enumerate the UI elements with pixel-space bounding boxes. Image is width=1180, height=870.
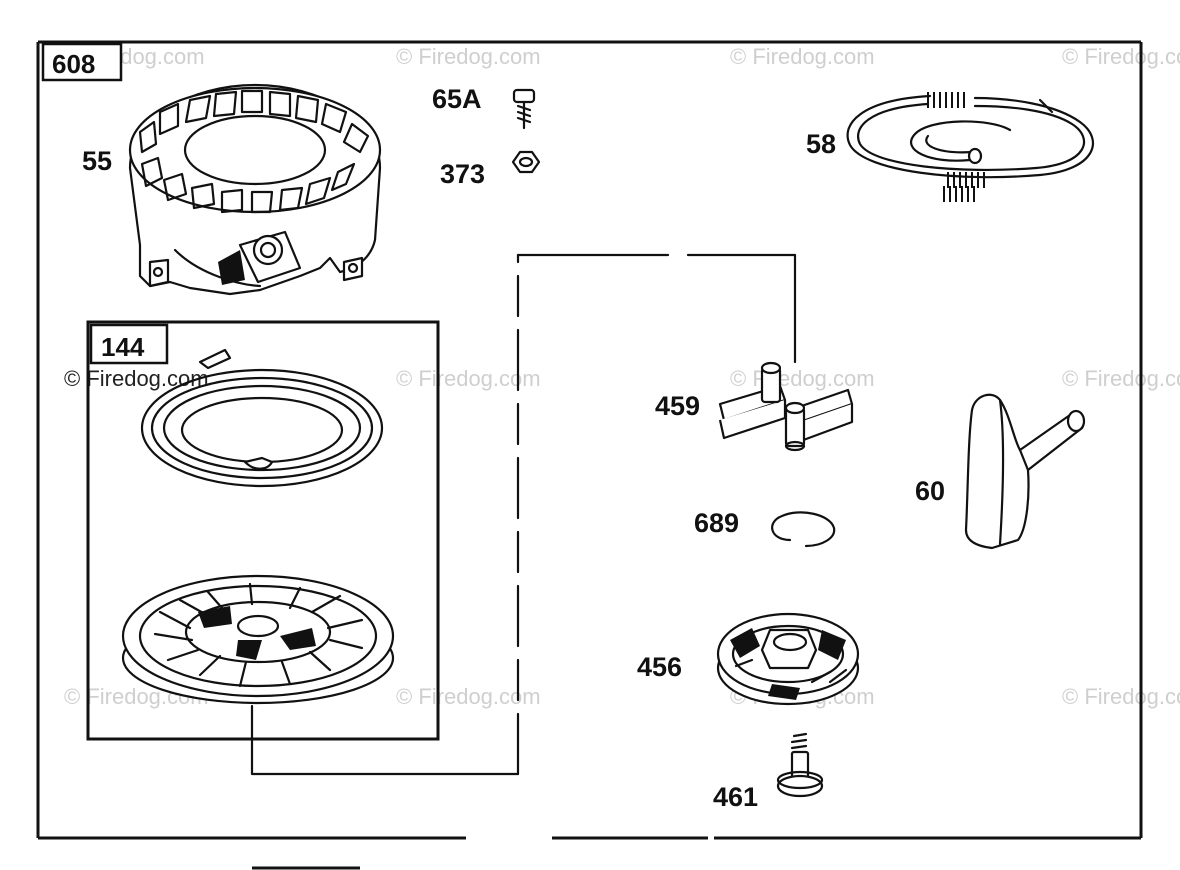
watermark: © Firedog.com (730, 44, 875, 69)
retainer-ring (771, 511, 836, 548)
subassembly-label: 144 (101, 332, 145, 362)
rewind-spring (140, 348, 384, 488)
ratchet-screw (776, 732, 824, 798)
assembly-label: 608 (52, 49, 95, 79)
watermark: © Firedog.com (1062, 684, 1180, 709)
watermark: © Firedog.com (64, 366, 209, 391)
part-label-456: 456 (637, 652, 682, 682)
watermark: © Firedog.com (1062, 366, 1180, 391)
part-label-55: 55 (82, 146, 112, 176)
watermark: © Firedog.com (396, 44, 541, 69)
part-label-60: 60 (915, 476, 945, 506)
part-label-459: 459 (655, 391, 700, 421)
watermark: © Firedog.com (1062, 44, 1180, 69)
part-label-461: 461 (713, 782, 758, 812)
nut (511, 150, 541, 174)
subassembly-frame: 144 (86, 320, 440, 741)
starter-housing (128, 83, 382, 296)
part-label-65A: 65A (432, 84, 482, 114)
part-label-689: 689 (694, 508, 739, 538)
starter-dogs (718, 361, 854, 452)
part-label-58: 58 (806, 129, 836, 159)
watermark: © Firedog.com (396, 684, 541, 709)
ratchet (716, 612, 860, 706)
starter-handle (964, 393, 1086, 550)
watermark: © Firedog.com (730, 366, 875, 391)
assembly-frame (36, 40, 1143, 870)
assembly-label-box: 608 (41, 42, 123, 82)
part-label-373: 373 (440, 159, 485, 189)
watermark: © Firedog.com (396, 366, 541, 391)
screw (512, 88, 536, 130)
connector-lines (250, 253, 797, 776)
starter-rope (846, 92, 1095, 202)
starter-pulley (121, 574, 395, 705)
